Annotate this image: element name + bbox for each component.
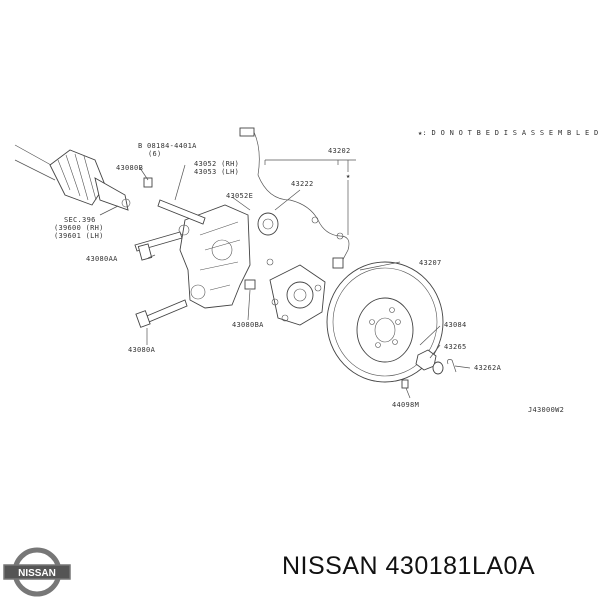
drawing-code: J43000W2 [528,406,564,414]
label-08184: B 08184-4401A [138,142,197,150]
brake-disc [326,261,444,383]
leader-lines [99,159,471,399]
drive-shaft [14,144,131,211]
label-43207: 43207 [419,259,442,267]
label-43262a: 43262A [474,364,502,372]
label-43052-rh: 43052 (RH) [194,160,239,168]
label-39600-rh: (39600 (RH) [54,224,104,232]
part-title: NISSAN 430181LA0A [282,552,536,580]
bushing [257,212,279,236]
note-text: ★: D O N O T B E D I S A S S E M B L E D… [418,129,600,137]
label-sec-396: SEC.396 [64,216,96,224]
label-43084: 43084 [444,321,467,329]
label-43202: 43202 [328,147,351,155]
label-08184-qty: (6) [148,150,162,158]
bolts [134,177,274,328]
part-labels: 43202 43222 43207 43084 43265 43262A 440… [54,142,564,414]
label-43080aa: 43080AA [86,255,118,263]
star-marker: ★ [346,172,351,180]
abs-sensor-wire [239,127,350,269]
wheel-hub [269,264,326,326]
label-43053-lh: 43053 (LH) [194,168,239,176]
hub-nut-group [401,349,457,389]
logo-text: NISSAN [18,568,56,579]
nissan-logo: NISSAN [3,547,71,597]
label-44098m: 44098M [392,401,419,409]
label-43080ba: 43080BA [232,321,264,329]
label-43265: 43265 [444,343,467,351]
label-43052e: 43052E [226,192,253,200]
label-43080a: 43080A [128,346,156,354]
steering-knuckle [178,204,251,309]
label-43222: 43222 [291,180,314,188]
label-39601-lh: (39601 (LH) [54,232,104,240]
label-43080b: 43080B [116,164,143,172]
